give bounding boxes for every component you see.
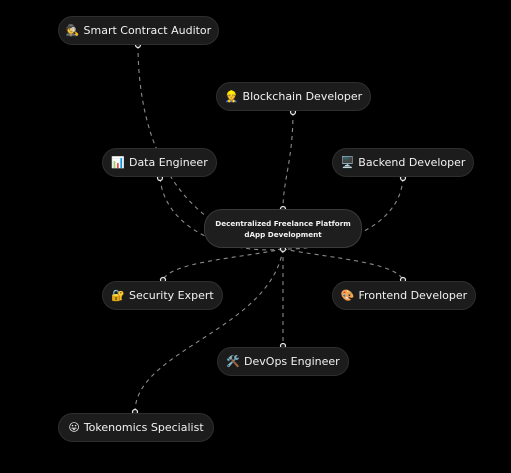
node-project-center[interactable]: Decentralized Freelance Platform dApp De…	[204, 209, 362, 248]
node-data-engineer[interactable]: 📊 Data Engineer	[102, 148, 217, 177]
bar-chart-icon: 📊	[111, 156, 125, 169]
node-label: Smart Contract Auditor	[83, 24, 212, 37]
money-face-icon: 😛	[68, 421, 80, 434]
edge-security	[162, 248, 284, 281]
node-smart-contract-auditor[interactable]: 🕵️ Smart Contract Auditor	[58, 16, 219, 45]
node-devops-engineer[interactable]: 🛠️ DevOps Engineer	[217, 347, 349, 376]
node-security-expert[interactable]: 🔐 Security Expert	[102, 281, 223, 310]
edge-dataeng	[159, 177, 284, 251]
detective-icon: 🕵️	[65, 24, 80, 37]
desktop-computer-icon: 🖥️	[340, 156, 355, 169]
center-label: Decentralized Freelance Platform dApp De…	[215, 218, 351, 239]
node-blockchain-developer[interactable]: 👷 Blockchain Developer	[216, 82, 371, 111]
node-backend-developer[interactable]: 🖥️ Backend Developer	[332, 148, 474, 177]
hammer-wrench-icon: 🛠️	[226, 355, 241, 368]
node-frontend-developer[interactable]: 🎨 Frontend Developer	[332, 281, 476, 310]
edge-tokenom	[134, 248, 284, 413]
node-label: DevOps Engineer	[244, 355, 340, 368]
node-label: Security Expert	[128, 289, 214, 302]
artist-palette-icon: 🎨	[340, 289, 355, 302]
node-label: Frontend Developer	[358, 289, 468, 302]
edge-blockdev	[282, 111, 294, 210]
edge-frontend	[282, 248, 404, 281]
node-label: Data Engineer	[128, 156, 208, 169]
locked-key-icon: 🔐	[111, 289, 125, 302]
node-label: Tokenomics Specialist	[83, 421, 204, 434]
node-label: Blockchain Developer	[242, 90, 363, 103]
construction-worker-icon: 👷	[224, 90, 239, 103]
node-tokenomics-specialist[interactable]: 😛 Tokenomics Specialist	[58, 413, 214, 442]
node-label: Backend Developer	[358, 156, 466, 169]
